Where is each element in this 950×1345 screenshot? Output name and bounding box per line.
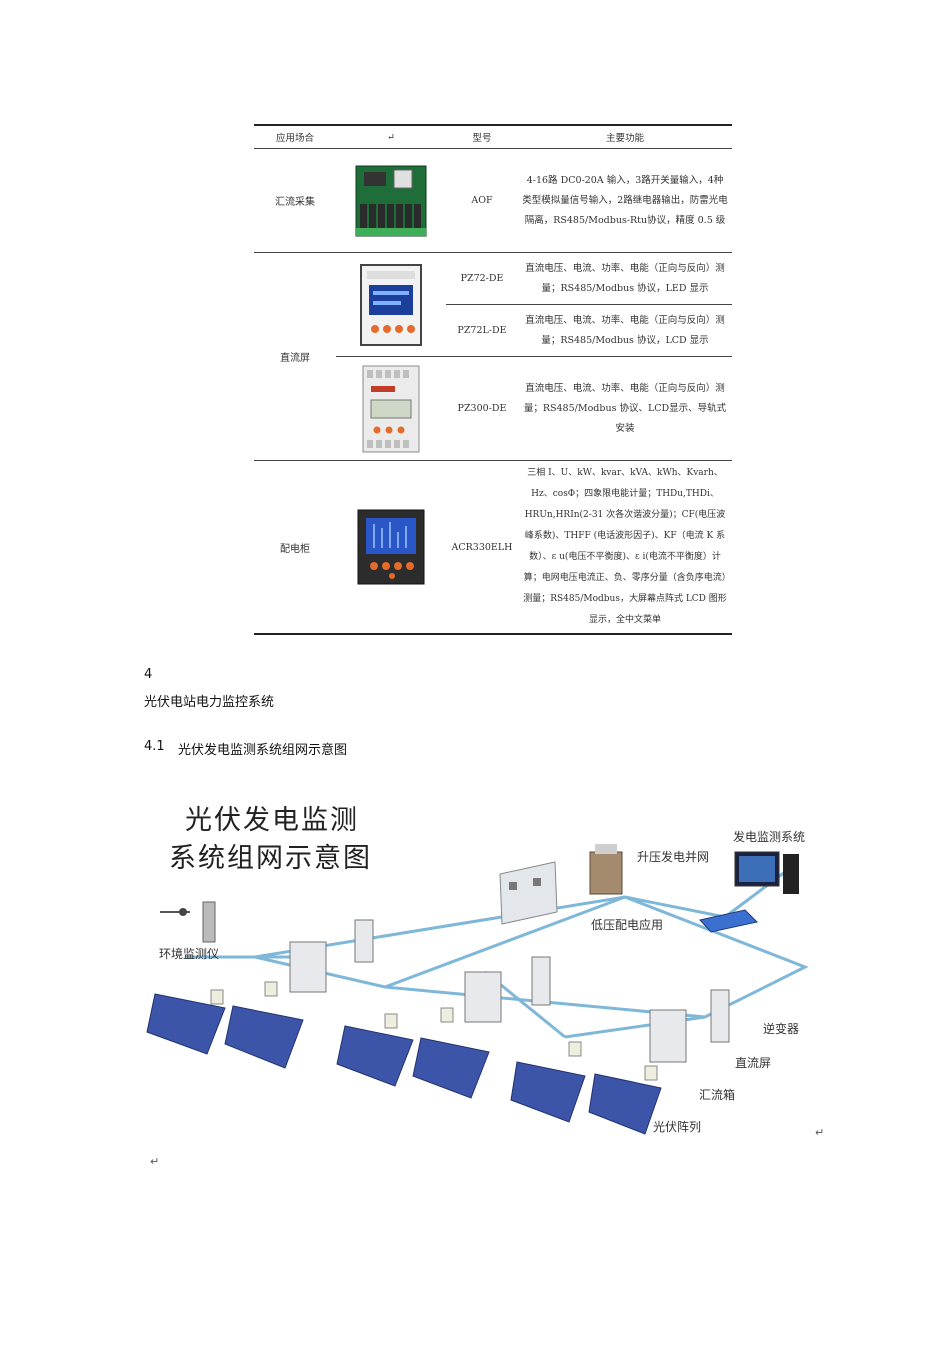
cell-function: 直流电压、电流、功率、电能（正向与反向）测量；RS485/Modbus 协议，L… [518,252,732,305]
section-number: 4 [144,667,153,682]
combiner-board-image [355,165,427,236]
table-row: PZ300-DE 直流电压、电流、功率、电能（正向与反向）测量；RS485/Mo… [254,356,732,461]
header-image: ↵ [336,124,446,149]
table-row: 直流屏 PZ72-DE 直流电压、电流、功率、电能（正向与反向）测量；RS485… [254,252,732,461]
cell-function: 4-16路 DC0-20A 输入，3路开关量输入，4种类型模拟量信号输入，2路继… [518,148,732,253]
din-meter-image [362,365,420,452]
cell-model: PZ300-DE [446,356,518,461]
subsection-title: 光伏发电监测系统组网示意图 [178,743,348,758]
table-row: 汇流采集 AOF [254,148,732,253]
cell-application: 汇流采集 [254,148,336,253]
panel-meter-image [360,263,422,346]
cell-model: PZ72-DE [446,252,518,305]
cell-application: 直流屏 [254,252,336,461]
product-table: 应用场合 ↵ 型号 主要功能 汇流采集 [254,124,732,635]
label-dc-panel: 直流屏 [735,1056,772,1070]
environment-monitor-device [160,901,216,943]
table-header-row: 应用场合 ↵ 型号 主要功能 [254,124,732,149]
table-row: 配电柜 ACR330ELH 三相 I、U、kW、kvar、kVA、kWh、Kva… [254,460,732,635]
cabinets [289,919,730,1063]
switchgear-device [499,861,558,925]
cell-model: AOF [446,148,518,253]
cell-image [336,460,446,635]
label-monitor-system: 发电监测系统 [733,830,806,844]
subsection-number: 4.1 [144,739,165,754]
cell-application: 配电柜 [254,460,336,635]
return-mark: ↵ [815,1126,825,1139]
cell-model: ACR330ELH [446,460,518,635]
cell-model: PZ72L-DE [446,304,518,357]
cell-function: 直流电压、电流、功率、电能（正向与反向）测量；RS485/Modbus 协议、L… [518,356,732,461]
combiner-boxes [210,981,658,1081]
cell-image [336,148,446,253]
label-inverter: 逆变器 [763,1022,800,1036]
header-function: 主要功能 [518,124,732,149]
network-diagram: 光伏发电监测 系统组网示意图 [145,782,835,1172]
pv-arrays [146,993,662,1135]
diagram-title-line2: 系统组网示意图 [169,843,372,874]
label-grid: 升压发电并网 [637,850,710,864]
label-env-monitor: 环境监测仪 [159,947,220,961]
label-combiner: 汇流箱 [699,1088,736,1102]
header-application: 应用场合 [254,124,336,149]
diagram-title-line1: 光伏发电监测 [185,805,359,836]
label-pv-array: 光伏阵列 [653,1120,702,1134]
cell-image [336,252,446,357]
cell-function: 三相 I、U、kW、kvar、kVA、kWh、Kvarh、Hz、cosΦ；四象限… [518,460,732,635]
header-model: 型号 [446,124,518,149]
section-title: 光伏电站电力监控系统 [144,695,275,710]
diagram-graphics [146,844,809,1135]
label-low-voltage: 低压配电应用 [591,918,664,932]
power-analyzer-image [357,509,425,585]
return-mark: ↵ [387,131,395,143]
cell-function: 直流电压、电流、功率、电能（正向与反向）测量；RS485/Modbus 协议，L… [518,304,732,357]
monitoring-computer [699,851,799,933]
table-row: PZ72L-DE 直流电压、电流、功率、电能（正向与反向）测量；RS485/Mo… [254,304,732,357]
transformer-device [589,844,623,895]
return-mark: ↵ [150,1155,160,1168]
cell-image [336,356,446,461]
